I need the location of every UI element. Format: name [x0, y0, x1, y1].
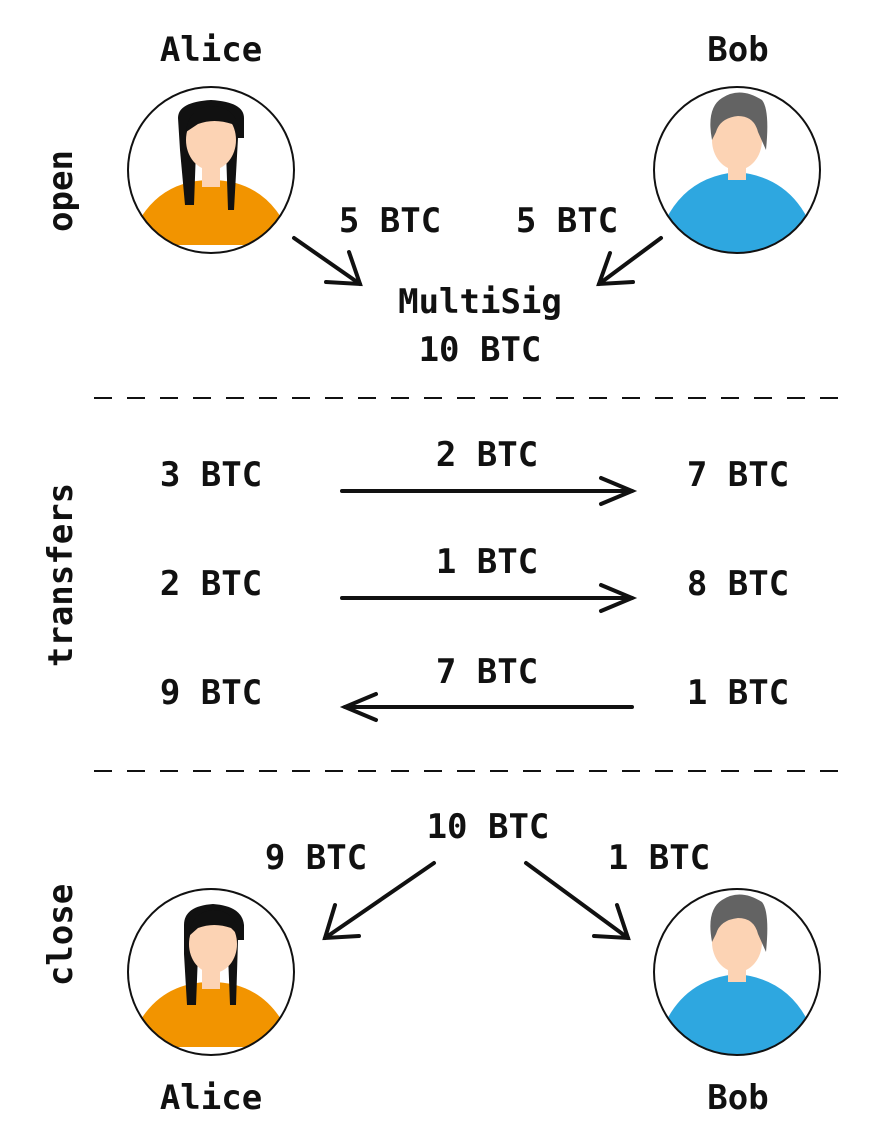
alice-name-top: Alice: [159, 30, 263, 70]
close-total: 10 BTC: [426, 807, 550, 847]
alice-deposit-amount: 5 BTC: [338, 201, 442, 241]
multisig-total: 10 BTC: [418, 330, 542, 370]
arrow-bob-to-multisig: [596, 236, 663, 287]
transfer-3-bob-balance: 1 BTC: [686, 673, 790, 713]
arrow-transfer-3: [339, 692, 634, 722]
transfer-1-alice-balance: 3 BTC: [159, 455, 263, 495]
avatar-alice-top: [127, 86, 295, 254]
transfer-2-alice-balance: 2 BTC: [159, 564, 263, 604]
transfer-2-amount: 1 BTC: [435, 542, 539, 582]
transfer-1-amount: 2 BTC: [435, 435, 539, 475]
bob-name-top: Bob: [707, 30, 769, 70]
arrow-multisig-to-bob: [524, 861, 631, 941]
transfer-1-bob-balance: 7 BTC: [686, 455, 790, 495]
transfer-3-alice-balance: 9 BTC: [159, 673, 263, 713]
multisig-label: MultiSig: [398, 282, 562, 322]
section-label-open: open: [41, 150, 81, 232]
bob-deposit-amount: 5 BTC: [515, 201, 619, 241]
transfer-3-amount: 7 BTC: [435, 652, 539, 692]
bob-payout-amount: 1 BTC: [607, 838, 711, 878]
avatar-alice-bottom: [127, 888, 295, 1056]
bob-name-bottom: Bob: [707, 1078, 769, 1118]
alice-name-bottom: Alice: [159, 1078, 263, 1118]
section-label-close: close: [41, 883, 81, 987]
avatar-bob-top: [653, 86, 821, 254]
section-label-transfers: transfers: [41, 482, 81, 668]
arrow-multisig-to-alice: [322, 861, 436, 941]
arrow-alice-to-multisig: [292, 236, 363, 287]
arrow-transfer-2: [340, 583, 638, 613]
avatar-bob-bottom: [653, 888, 821, 1056]
alice-payout-amount: 9 BTC: [264, 838, 368, 878]
arrow-transfer-1: [340, 476, 638, 506]
transfer-2-bob-balance: 8 BTC: [686, 564, 790, 604]
